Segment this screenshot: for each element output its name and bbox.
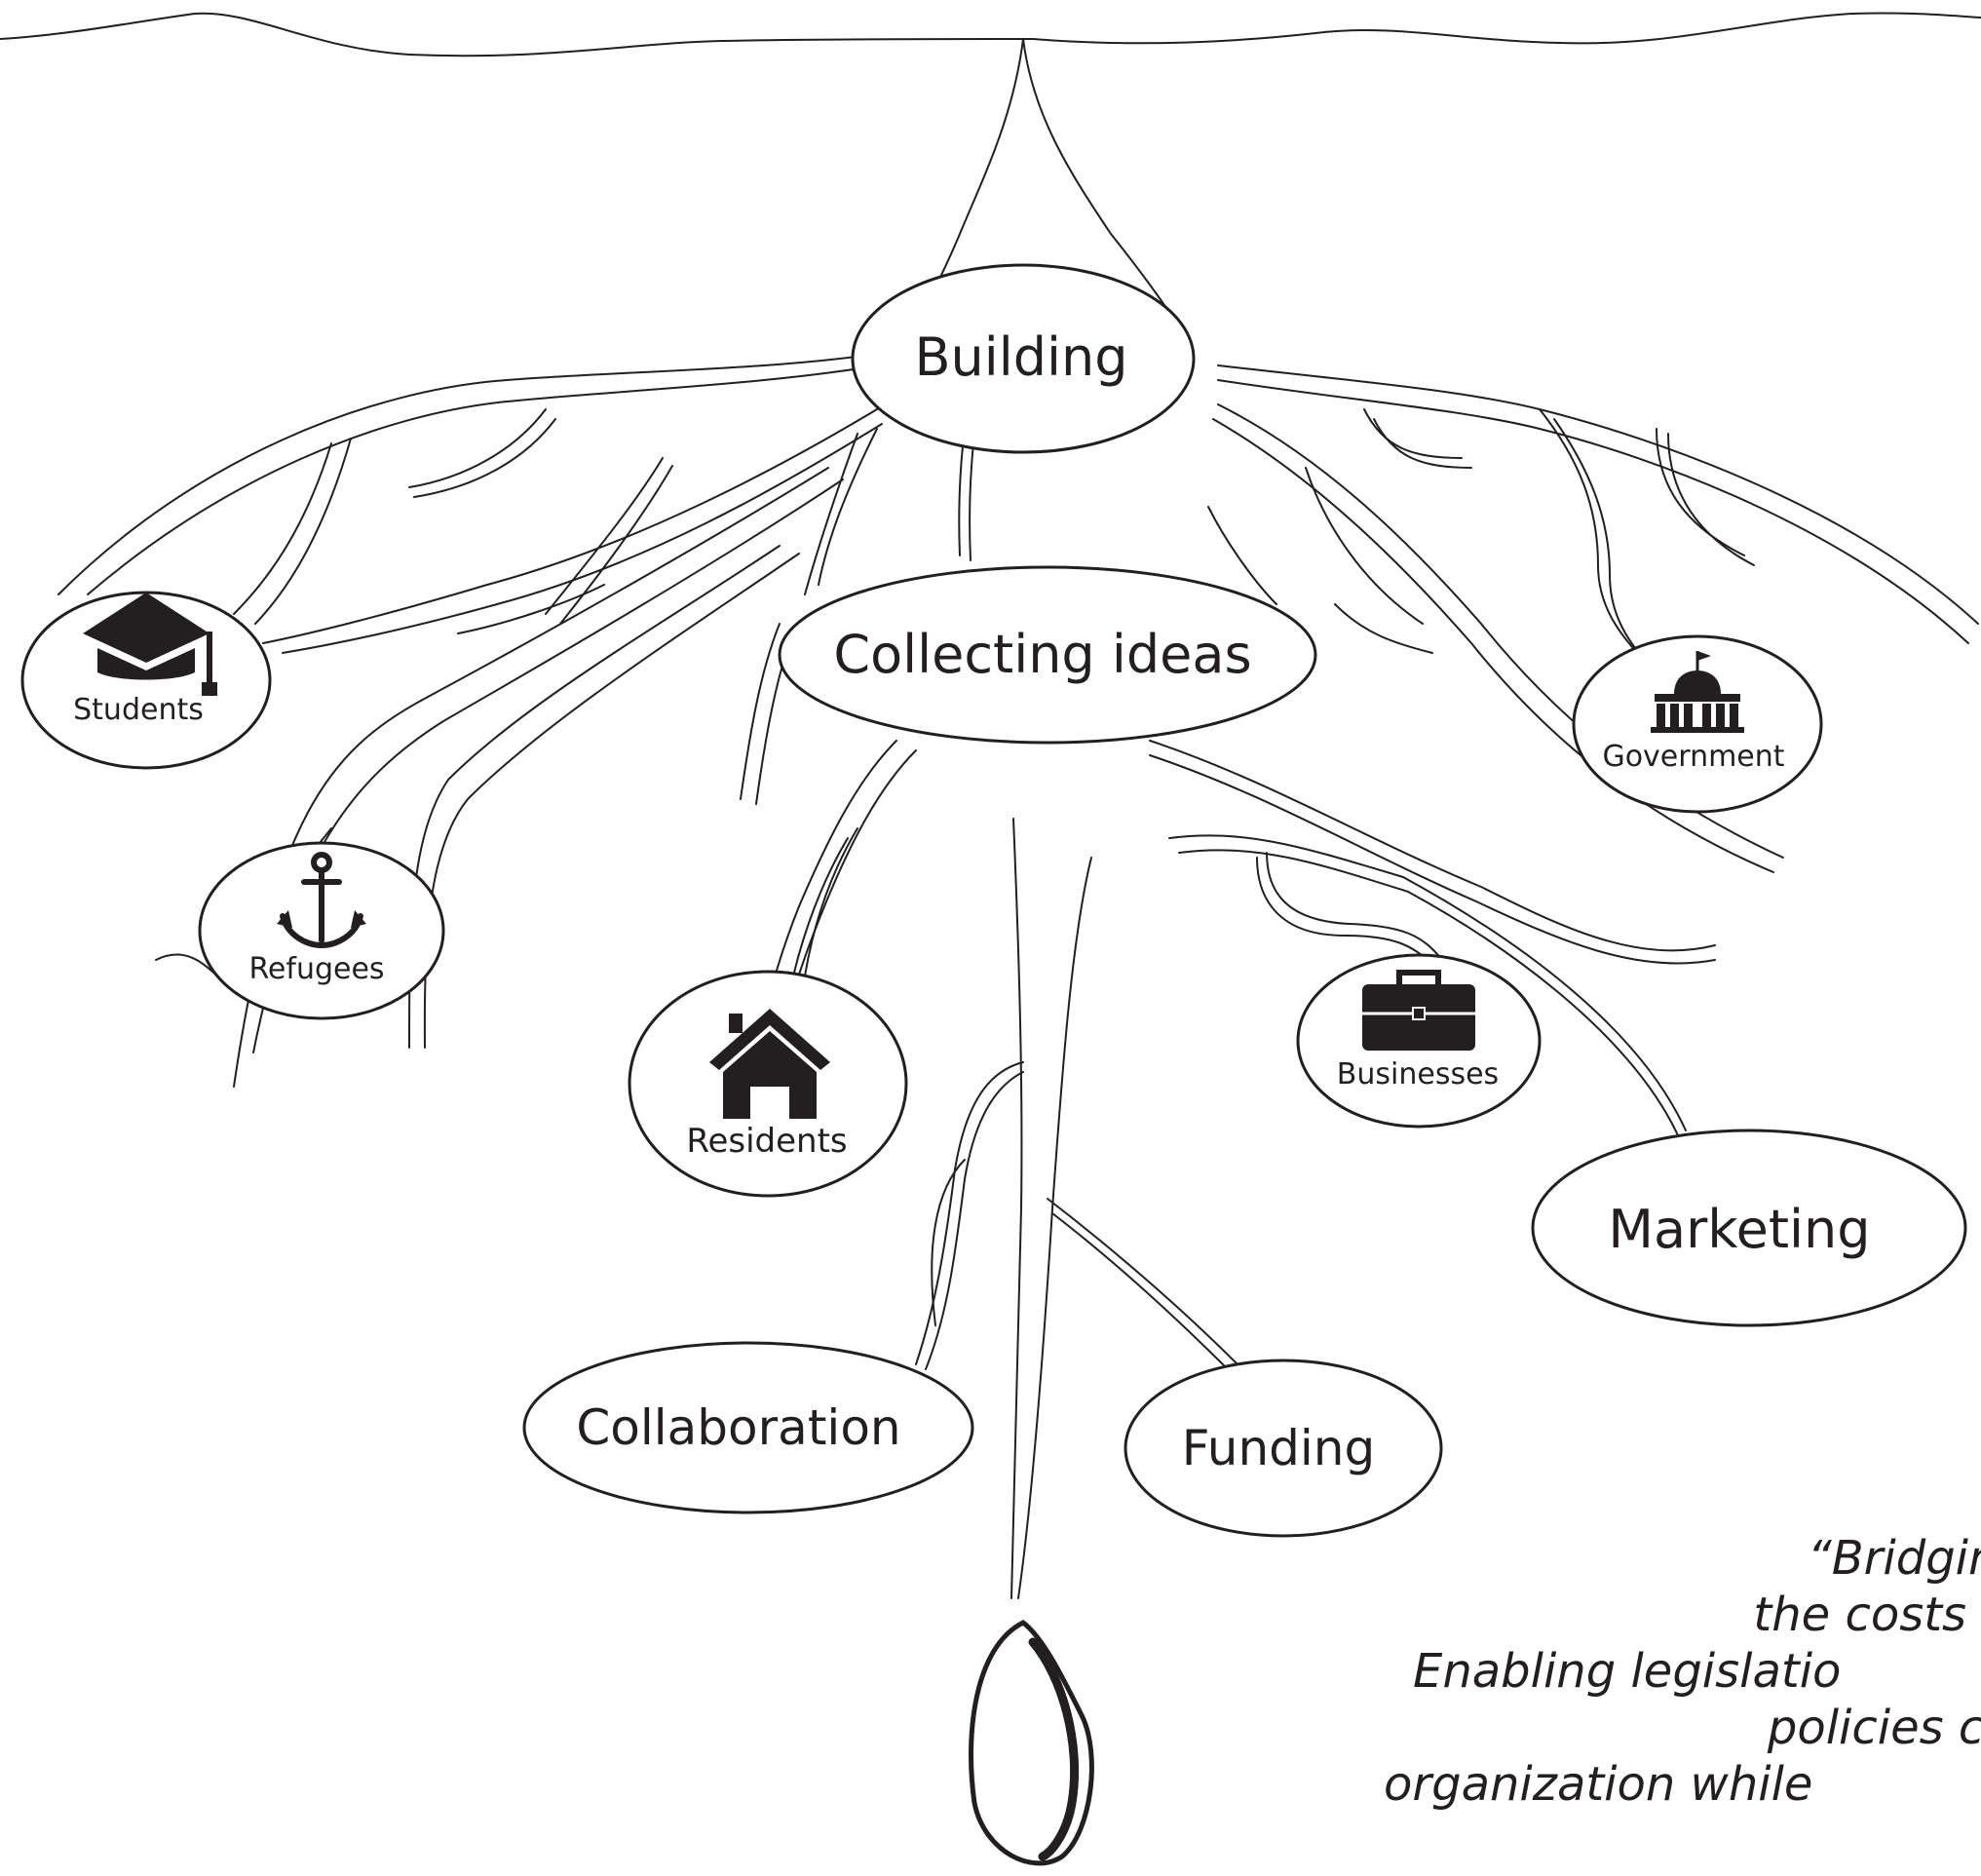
root-right-4 — [1168, 834, 1687, 1131]
quote-line: “Bridging orga — [1807, 1531, 1981, 1586]
root-government — [1667, 433, 1755, 566]
root-right-branch — [1305, 467, 1424, 625]
root-center — [740, 623, 781, 800]
root-branch — [413, 418, 556, 498]
node-building: Building — [851, 263, 1196, 454]
root-residents — [786, 749, 917, 1015]
node-marketing-label: Marketing — [1608, 1199, 1870, 1260]
node-marketing: Marketing — [1531, 1129, 1967, 1327]
root-to-seed — [1010, 818, 1023, 1599]
node-businesses-label: Businesses — [1337, 1057, 1499, 1091]
node-residents: Residents — [628, 970, 908, 1198]
root-left-1b — [87, 362, 897, 595]
node-government: Government — [1572, 634, 1823, 814]
root-branch — [408, 408, 547, 488]
root-government — [1656, 428, 1745, 556]
root-center — [804, 433, 858, 595]
node-refugees-label: Refugees — [248, 952, 384, 986]
node-students-label: Students — [73, 693, 204, 727]
node-students: Students — [20, 591, 272, 770]
root-right-branch — [1363, 408, 1463, 459]
root-students — [254, 438, 352, 625]
root-right-branch — [1539, 408, 1648, 664]
quote-line: the costs of co — [1753, 1588, 1981, 1642]
graduation-cap-icon — [83, 593, 217, 696]
root-branch — [559, 465, 673, 625]
root-left-4 — [408, 545, 781, 1049]
root-left-1 — [57, 350, 897, 595]
node-collaboration-label: Collaboration — [576, 1399, 900, 1456]
node-building-label: Building — [914, 326, 1127, 388]
house-icon — [709, 1009, 830, 1119]
briefcase-icon — [1362, 970, 1475, 1051]
anchor-icon — [277, 852, 366, 949]
quote-line: organization while — [1384, 1757, 1813, 1812]
root-to-seed — [1017, 857, 1092, 1599]
quote-line: Enabling legislatio — [1413, 1644, 1842, 1699]
root-businesses — [1256, 857, 1433, 966]
root-to-collaboration — [915, 1061, 1024, 1365]
node-collaboration: Collaboration — [522, 1341, 974, 1514]
root-right-2b — [1212, 418, 1774, 873]
root-left-2b — [282, 423, 883, 654]
root-right-3 — [1149, 740, 1716, 952]
root-to-collaboration — [925, 1071, 1024, 1370]
node-businesses: Businesses — [1296, 953, 1542, 1129]
root-to-collaboration — [931, 1159, 966, 1326]
node-government-label: Government — [1602, 740, 1784, 774]
quote-text: “Bridging orga the costs of co Enabling … — [1384, 1530, 1981, 1813]
root-center — [969, 433, 975, 561]
node-collecting-ideas-label: Collecting ideas — [833, 624, 1251, 685]
node-residents-label: Residents — [686, 1122, 847, 1161]
quote-line: policies can — [1767, 1701, 1981, 1755]
root-right-branch — [1334, 603, 1433, 654]
root-to-funding — [1047, 1198, 1238, 1365]
root-branch — [457, 584, 605, 634]
root-left-2 — [262, 408, 878, 644]
root-right-branch — [1553, 418, 1657, 673]
seed — [969, 1620, 1094, 1866]
root-right-branch — [1373, 418, 1472, 469]
root-right-4b — [1178, 849, 1679, 1136]
government-building-icon — [1651, 651, 1744, 733]
ground-line — [0, 12, 1981, 57]
root-right-branch — [1207, 506, 1277, 605]
node-collecting-ideas: Collecting ideas — [778, 565, 1317, 745]
root-right-1 — [1217, 364, 1979, 625]
root-branch — [545, 457, 664, 615]
node-refugees: Refugees — [198, 841, 445, 1020]
node-funding: Funding — [1124, 1359, 1443, 1538]
root-businesses — [1266, 852, 1443, 961]
node-funding-label: Funding — [1182, 1420, 1375, 1476]
root-to-funding — [1051, 1212, 1234, 1375]
root-right-3b — [1149, 754, 1716, 965]
root-center — [818, 428, 878, 586]
root-right-1b — [1217, 379, 1969, 644]
root-students — [233, 442, 332, 615]
